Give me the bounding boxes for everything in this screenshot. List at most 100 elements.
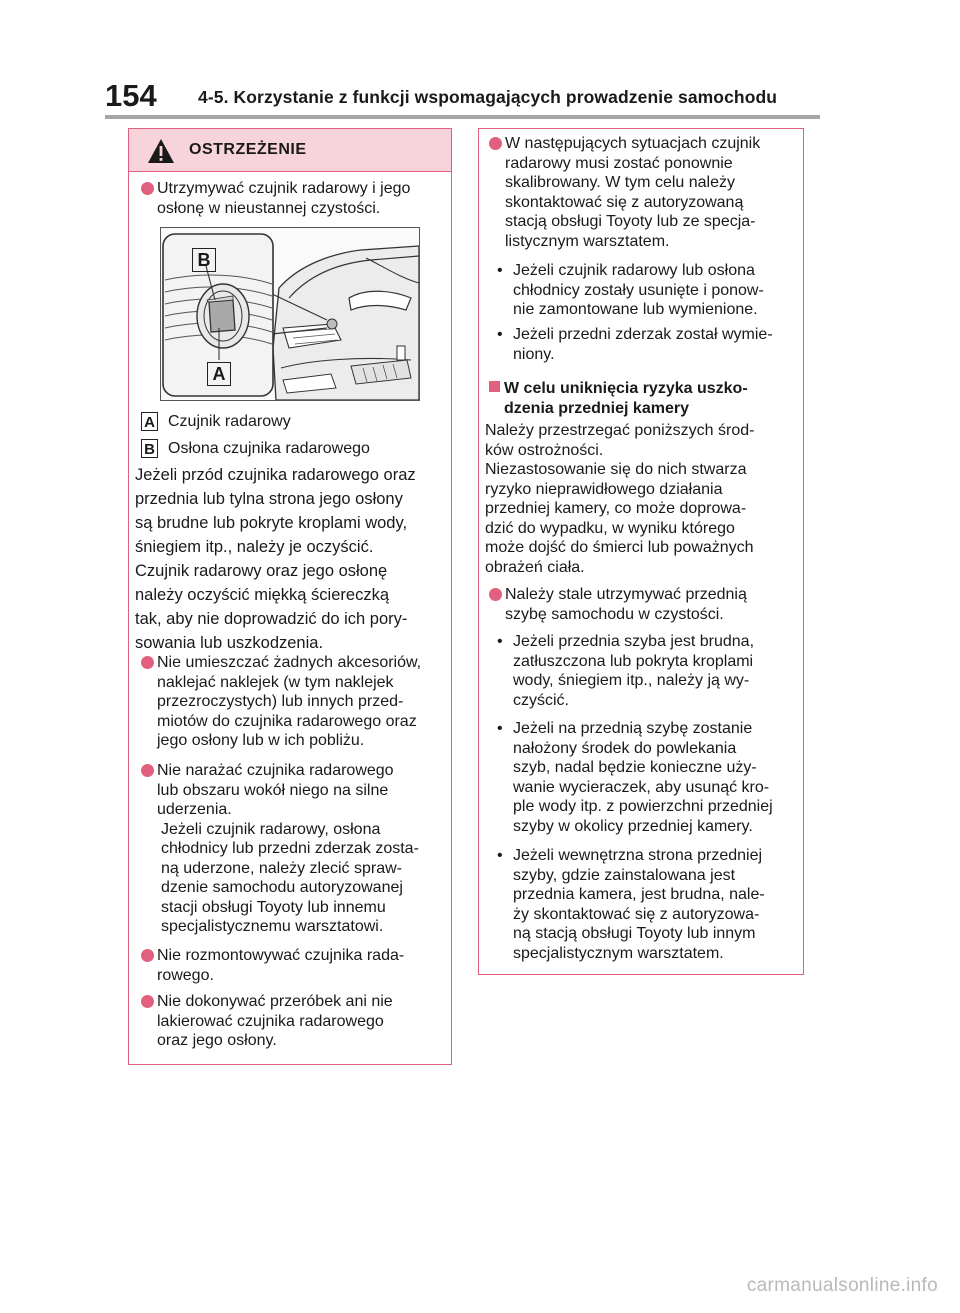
- sub-bullet-icon: •: [497, 326, 503, 343]
- text-line: szyby, gdzie zainstalowana jest: [513, 866, 736, 884]
- text-line: niony.: [513, 345, 555, 363]
- warning-box-continued: W następujących sytuacjach czujnik radar…: [478, 128, 804, 975]
- text-line: naklejać naklejek (w tym naklejek: [157, 673, 394, 691]
- bullet-dot-icon: [141, 995, 154, 1008]
- text-line: Utrzymywać czujnik radarowy i jego: [157, 180, 411, 197]
- text-line: szybę samochodu w czystości.: [505, 605, 724, 623]
- text-line: przednia kamera, jest brudna, nale-: [513, 886, 765, 903]
- bullet-recalibration: W następujących sytuacjach czujnik radar…: [489, 134, 799, 251]
- text-line: lakierować czujnika radarowego: [157, 1012, 384, 1030]
- text-line: chłodnicy zostały usunięte i ponow-: [513, 281, 764, 299]
- text-line: osłonę w nieustannej czystości.: [157, 199, 381, 217]
- text-line: śniegiem itp., należy je oczyścić.: [135, 538, 374, 556]
- sub-bullet-icon: •: [497, 720, 503, 737]
- text-line: wanie wycieraczek, aby usunąć kro-: [513, 778, 770, 796]
- text-line: lub obszaru wokół niego na silne: [157, 781, 389, 799]
- text-line: ków ostrożności.: [485, 441, 604, 459]
- heading-line: dzenia przedniej kamery: [504, 400, 689, 417]
- text-line: przednia lub tylna strona jego osłony: [135, 490, 403, 508]
- text-line: ryzyko nieprawidłowego działania: [485, 480, 723, 498]
- text-line: miotów do czujnika radarowego oraz: [157, 712, 417, 730]
- text-line: Nie rozmontowywać czujnika rada-: [157, 947, 405, 964]
- text-line: należy oczyścić miękką ściereczką: [135, 586, 389, 604]
- text-line: jego osłony lub w ich pobliżu.: [157, 732, 365, 749]
- warning-title: OSTRZEŻENIE: [189, 141, 307, 158]
- figure-label-b: B: [192, 248, 216, 272]
- text-line: specjalistycznemu warsztatowi.: [161, 918, 384, 935]
- paragraph-soft-cloth: Czujnik radarowy oraz jego osłonę należy…: [135, 559, 451, 655]
- sub-item-coating: • Jeżeli na przednią szybę zostanie nało…: [497, 719, 799, 836]
- text-line: oraz jego osłony.: [157, 1032, 277, 1049]
- chapter-title: 4-5. Korzystanie z funkcji wspomagającyc…: [198, 87, 778, 107]
- text-line: Jeżeli wewnętrzna strona przedniej: [513, 847, 763, 864]
- text-line: ple wody itp. z powierzchni przedniej: [513, 798, 773, 815]
- sub-item-inner-side-dirty: • Jeżeli wewnętrzna strona przedniej szy…: [497, 846, 799, 963]
- text-line: ną stacją obsługi Toyoty lub innym: [513, 925, 756, 942]
- text-line: obrażeń ciała.: [485, 558, 585, 576]
- bullet-no-disassembly: Nie rozmontowywać czujnika rada- rowego.: [141, 946, 447, 985]
- figure-label-a: A: [207, 362, 231, 386]
- text-line: czyścić.: [513, 691, 569, 709]
- bullet-dot-icon: [489, 137, 502, 150]
- bullet-dot-icon: [141, 949, 154, 962]
- text-line: Niezastosowanie się do nich stwarza: [485, 461, 747, 478]
- text-line: chłodnicy lub przedni zderzak zosta-: [161, 840, 419, 857]
- legend-label-b: B: [141, 439, 158, 458]
- text-line: stacją obsługi Toyoty lub ze specja-: [505, 213, 756, 230]
- text-line: Jeżeli przedni zderzak został wymie-: [513, 326, 773, 343]
- text-line: ną uderzone, należy zlecić spraw-: [161, 859, 403, 877]
- text-line: nałożony środek do powlekania: [513, 739, 737, 757]
- text-line: nie zamontowane lub wymienione.: [513, 301, 758, 318]
- text-line: szyb, nadal będzie konieczne uży-: [513, 759, 757, 776]
- text-line: skalibrowany. W tym celu należy: [505, 174, 735, 191]
- bullet-dot-icon: [141, 656, 154, 669]
- text-line: listycznym warsztatem.: [505, 232, 670, 250]
- text-line: specjalistycznym warsztatem.: [513, 944, 724, 962]
- bullet-no-accessories: Nie umieszczać żadnych akcesoriów, nakle…: [141, 653, 447, 751]
- text-line: może dojść do śmierci lub poważnych: [485, 539, 754, 556]
- warning-box: OSTRZEŻENIE Utrzymywać czujnik radarowy …: [128, 128, 452, 1065]
- sub-item-bumper-replaced: • Jeżeli przedni zderzak został wymie- n…: [497, 325, 799, 364]
- legend-text-a: Czujnik radarowy: [168, 413, 291, 430]
- text-line: radarowy musi zostać ponownie: [505, 154, 733, 172]
- text-line: rowego.: [157, 966, 214, 984]
- sub-item-sensor-removed: • Jeżeli czujnik radarowy lub osłona chł…: [497, 261, 799, 320]
- header-rule: [105, 115, 820, 119]
- text-line: ży skontaktować się z autoryzowa-: [513, 905, 760, 923]
- sub-bullet-icon: •: [497, 847, 503, 864]
- text-line: są brudne lub pokryte kroplami wody,: [135, 514, 408, 532]
- text-line: Jeżeli przód czujnika radarowego oraz: [135, 466, 416, 484]
- text-line: szyby w okolicy przedniej kamery.: [513, 817, 753, 835]
- bullet-clean-windshield: Należy stale utrzymywać przednią szybę s…: [489, 585, 799, 624]
- text-line: Nie umieszczać żadnych akcesoriów,: [157, 654, 422, 671]
- text-line: Nie dokonywać przeróbek ani nie: [157, 993, 393, 1010]
- text-line: Jeżeli czujnik radarowy, osłona: [161, 820, 381, 838]
- section-heading-camera: W celu uniknięcia ryzyka uszko- dzenia p…: [489, 379, 748, 419]
- page-header: 154 4-5. Korzystanie z funkcji wspomagaj…: [105, 78, 820, 118]
- text-line: wody, śniegiem itp., należy ją wy-: [513, 672, 750, 689]
- sub-bullet-icon: •: [497, 262, 503, 279]
- car-front-illustration: [162, 233, 419, 400]
- bullet-dot-icon: [141, 182, 154, 195]
- text-line: stacji obsługi Toyoty lub innemu: [161, 898, 386, 916]
- heading-line: W celu uniknięcia ryzyka uszko-: [504, 380, 748, 397]
- text-line: dzenie samochodu autoryzowanej: [161, 879, 403, 896]
- warning-header: OSTRZEŻENIE: [129, 129, 451, 172]
- text-line: zatłuszczona lub pokryta kroplami: [513, 652, 754, 670]
- legend-text-b: Osłona czujnika radarowego: [168, 440, 370, 457]
- text-line: skontaktować się z autoryzowaną: [505, 193, 744, 211]
- bullet-no-impact: Nie narażać czujnika radarowego lub obsz…: [141, 761, 447, 937]
- bullet-no-modification: Nie dokonywać przeróbek ani nie lakierow…: [141, 992, 447, 1051]
- radar-sensor-figure: B A: [160, 227, 420, 401]
- bullet-keep-clean: Utrzymywać czujnik radarowy i jego osłon…: [141, 179, 447, 218]
- square-bullet-icon: [489, 381, 500, 392]
- text-line: Jeżeli czujnik radarowy lub osłona: [513, 262, 755, 279]
- text-line: Należy stale utrzymywać przednią: [505, 586, 747, 603]
- paragraph-cleaning: Jeżeli przód czujnika radarowego oraz pr…: [135, 463, 451, 559]
- text-line: przedniej kamery, co może doprowa-: [485, 500, 747, 517]
- text-line: przezroczystych) lub innych przed-: [157, 693, 404, 710]
- text-line: W następujących sytuacjach czujnik: [505, 135, 761, 152]
- text-line: uderzenia.: [157, 801, 232, 818]
- text-line: Jeżeli na przednią szybę zostanie: [513, 720, 753, 737]
- text-line: dzić do wypadku, w wyniku którego: [485, 519, 735, 537]
